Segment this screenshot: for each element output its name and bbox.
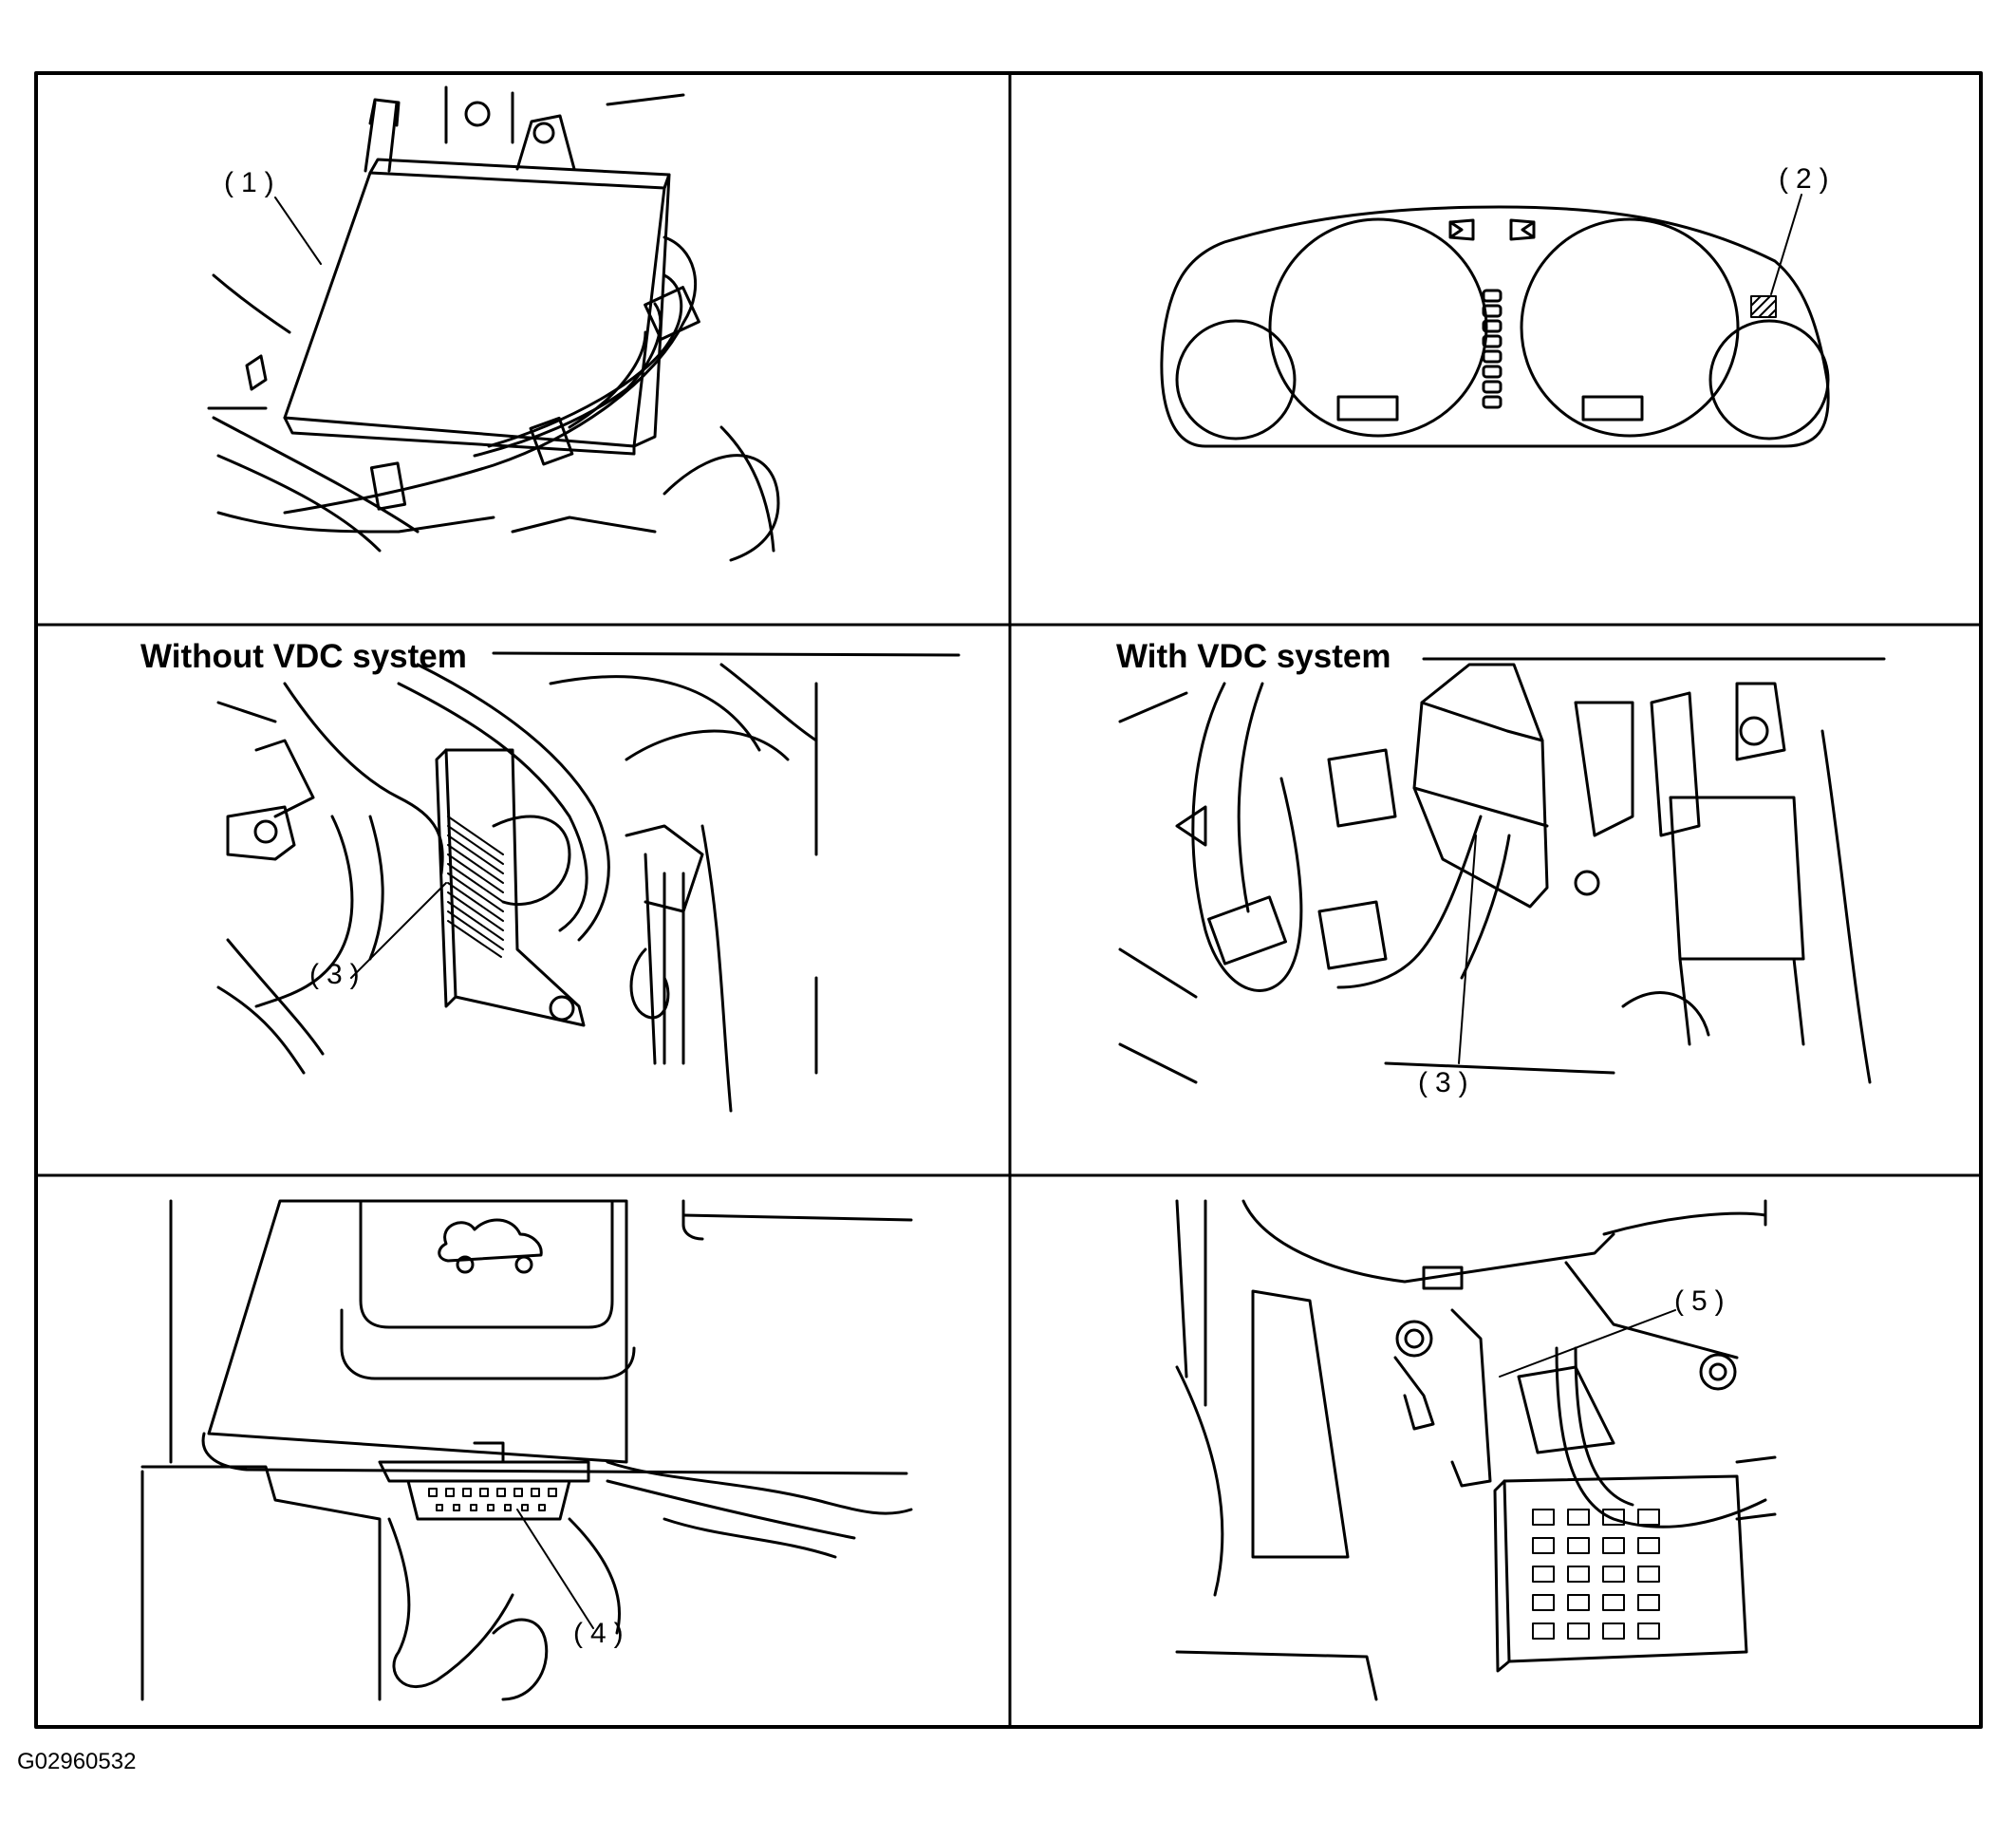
connector-block — [444, 748, 586, 1027]
callout-4: (4) — [573, 1618, 631, 1649]
hood-release-lever — [340, 1199, 636, 1380]
heading-without-vdc: Without VDC system — [140, 638, 467, 675]
left-gauge-dial — [1175, 319, 1297, 441]
speedometer-dial — [1268, 217, 1488, 438]
panel-data-link-connector-drawing — [140, 1199, 913, 1701]
callout-1: (1) — [224, 167, 282, 198]
warning-light-hatched — [1750, 295, 1777, 318]
fuse-block — [1503, 1474, 1748, 1663]
callout-5: (5) — [1674, 1285, 1732, 1317]
combination-meter-outline — [1160, 205, 1830, 448]
callout-3-with-vdc: (3) — [1418, 1067, 1476, 1098]
panel-with-vdc-drawing — [1118, 657, 1886, 1084]
panel-without-vdc-drawing — [216, 651, 961, 1113]
figure-id: G02960532 — [17, 1749, 137, 1774]
callout-3-without-vdc: (3) — [309, 959, 367, 990]
right-gauge-dial — [1708, 319, 1830, 441]
panel-grid — [34, 71, 1983, 1729]
tachometer-dial — [1520, 217, 1740, 438]
panel-control-module-drawing — [207, 85, 780, 562]
vdc-module-housing — [1412, 663, 1549, 909]
heading-with-vdc: With VDC system — [1116, 638, 1391, 675]
panel-fuse-box-drawing — [1175, 1199, 1777, 1701]
obd-connector — [406, 1479, 571, 1521]
panel-combination-meter-drawing — [1160, 194, 1830, 448]
callout-2: (2) — [1779, 163, 1837, 195]
